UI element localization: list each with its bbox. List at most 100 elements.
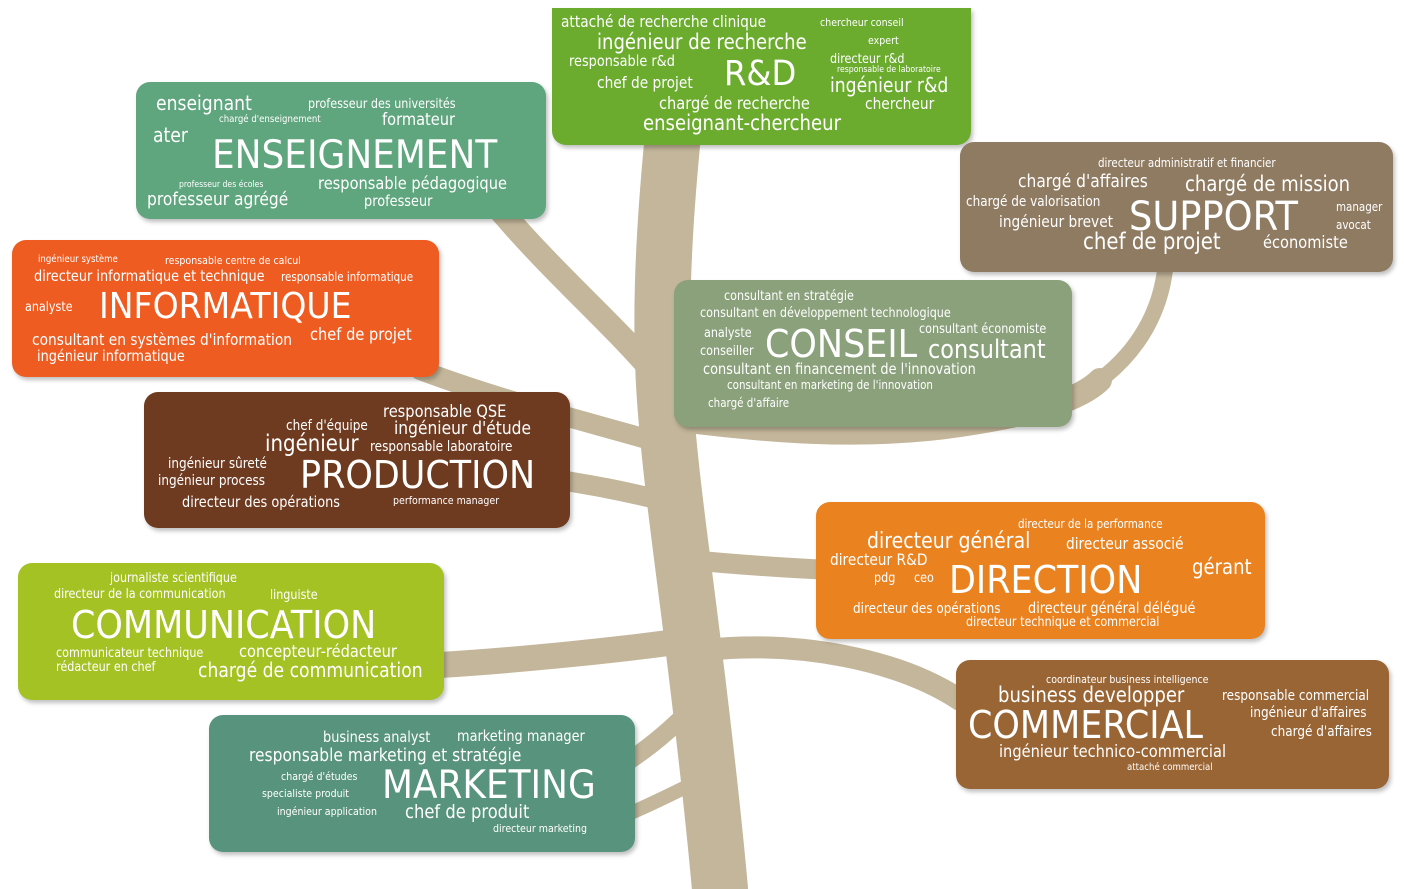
communication-word: directeur de la communication bbox=[54, 587, 226, 602]
enseignement-title: ENSEIGNEMENT bbox=[212, 133, 498, 178]
rd-word: chercheur bbox=[865, 94, 935, 113]
conseil-box: consultant en stratégie consultant en dé… bbox=[674, 280, 1072, 427]
rd-word: enseignant-chercheur bbox=[643, 111, 842, 135]
direction-word: directeur général bbox=[867, 529, 1031, 554]
marketing-word: marketing manager bbox=[457, 727, 585, 745]
production-word: ingénieur process bbox=[158, 473, 266, 489]
branch-marketing bbox=[621, 691, 709, 769]
rd-word: chef de projet bbox=[597, 73, 693, 92]
informatique-word: responsable centre de calcul bbox=[165, 254, 301, 267]
conseil-word: consultant économiste bbox=[919, 322, 1047, 337]
branch-communication bbox=[427, 627, 703, 678]
direction-word: directeur général délégué bbox=[1028, 599, 1196, 617]
enseignement-word: chargé d'enseignement bbox=[219, 114, 321, 125]
conseil-word: analyste bbox=[704, 326, 752, 341]
conseil-word: conseiller bbox=[700, 344, 754, 359]
communication-title: COMMUNICATION bbox=[71, 603, 377, 647]
rd-word: chargé de recherche bbox=[659, 94, 810, 114]
informatique-word: chef de projet bbox=[310, 325, 412, 345]
production-word: performance manager bbox=[393, 494, 500, 507]
production-word: ingénieur bbox=[265, 431, 359, 457]
marketing-word: responsable marketing et stratégie bbox=[249, 745, 522, 766]
support-word: directeur administratif et financier bbox=[1098, 156, 1276, 170]
informatique-word: directeur informatique et technique bbox=[34, 267, 265, 285]
rd-word: ingénieur r&d bbox=[830, 73, 949, 97]
commercial-title: COMMERCIAL bbox=[968, 703, 1204, 747]
commercial-word: coordinateur business intelligence bbox=[1046, 673, 1209, 686]
marketing-word: business analyst bbox=[323, 728, 431, 746]
direction-word: directeur technique et commercial bbox=[966, 615, 1160, 630]
informatique-title: INFORMATIQUE bbox=[99, 286, 352, 327]
rd-title: R&D bbox=[724, 54, 797, 94]
production-word: ingénieur d'étude bbox=[394, 418, 532, 439]
branch-enseignement bbox=[488, 198, 672, 392]
informatique-word: consultant en systèmes d'information bbox=[32, 330, 292, 349]
marketing-word: directeur marketing bbox=[493, 822, 587, 835]
support-word: ingénieur brevet bbox=[999, 212, 1114, 231]
communication-word: chargé de communication bbox=[198, 658, 423, 682]
marketing-title: MARKETING bbox=[382, 763, 596, 808]
support-word: avocat bbox=[1336, 218, 1371, 232]
communication-word: linguiste bbox=[270, 588, 318, 603]
conseil-word: chargé d'affaire bbox=[708, 396, 790, 410]
marketing-word: specialiste produit bbox=[262, 787, 349, 800]
production-word: ingénieur sûreté bbox=[168, 456, 267, 472]
informatique-word: analyste bbox=[25, 300, 73, 315]
commercial-word: attaché commercial bbox=[1127, 762, 1213, 773]
rd-word: responsable de laboratoire bbox=[837, 65, 941, 75]
marketing-word: chargé d'études bbox=[281, 770, 358, 783]
conseil-word: consultant en marketing de l'innovation bbox=[727, 378, 933, 392]
commercial-word: ingénieur technico-commercial bbox=[999, 742, 1227, 762]
direction-box: directeur de la performance directeur gé… bbox=[816, 502, 1265, 639]
branch-commercial bbox=[694, 636, 971, 711]
rd-box: attaché de recherche clinique chercheur … bbox=[552, 8, 971, 145]
direction-word: directeur R&D bbox=[830, 550, 928, 569]
rd-word: directeur r&d bbox=[830, 52, 905, 67]
informatique-word: ingénieur système bbox=[38, 254, 118, 265]
production-word: directeur des opérations bbox=[182, 493, 341, 511]
communication-box: journaliste scientifique directeur de la… bbox=[18, 563, 444, 700]
rd-word: responsable r&d bbox=[569, 52, 675, 70]
communication-word: rédacteur en chef bbox=[56, 660, 156, 675]
support-word: chargé d'affaires bbox=[1018, 171, 1148, 192]
informatique-box: ingénieur système responsable centre de … bbox=[12, 240, 439, 377]
support-word: chargé de valorisation bbox=[966, 194, 1101, 210]
conseil-word: consultant en développement technologiqu… bbox=[700, 306, 951, 321]
support-box: directeur administratif et financier cha… bbox=[960, 142, 1393, 272]
enseignement-box: enseignant professeur des universités ch… bbox=[136, 82, 546, 219]
production-word: chef d'équipe bbox=[286, 418, 368, 434]
enseignement-word: ater bbox=[153, 123, 188, 147]
direction-word: gérant bbox=[1192, 555, 1252, 579]
conseil-word: consultant en financement de l'innovatio… bbox=[703, 360, 976, 378]
enseignement-word: professeur bbox=[364, 192, 433, 210]
rd-word: chercheur conseil bbox=[820, 16, 904, 29]
commercial-box: coordinateur business intelligence busin… bbox=[956, 660, 1389, 789]
support-title: SUPPORT bbox=[1129, 194, 1299, 240]
production-word: responsable laboratoire bbox=[370, 439, 513, 455]
branch-support bbox=[1092, 262, 1173, 388]
direction-word: directeur associé bbox=[1066, 534, 1184, 553]
commercial-word: business developper bbox=[998, 683, 1185, 707]
informatique-word: responsable informatique bbox=[281, 270, 414, 284]
marketing-word: ingénieur application bbox=[277, 805, 377, 818]
enseignement-word: formateur bbox=[382, 110, 456, 130]
enseignement-word: professeur agrégé bbox=[147, 189, 289, 210]
support-word: manager bbox=[1336, 200, 1383, 214]
support-word: chef de projet bbox=[1083, 229, 1221, 255]
support-word: chargé de mission bbox=[1185, 172, 1351, 196]
rd-word: expert bbox=[868, 34, 899, 47]
rd-word: ingénieur de recherche bbox=[597, 30, 807, 54]
branch-direction bbox=[680, 550, 840, 580]
enseignement-word: responsable pédagogique bbox=[318, 174, 507, 194]
production-box: responsable QSE chef d'équipe ingénieur … bbox=[144, 392, 570, 528]
conseil-title: CONSEIL bbox=[765, 322, 918, 366]
production-word: responsable QSE bbox=[383, 402, 507, 422]
direction-title: DIRECTION bbox=[949, 558, 1143, 602]
informatique-word: ingénieur informatique bbox=[37, 347, 185, 365]
communication-word: communicateur technique bbox=[56, 646, 204, 661]
enseignement-word: professeur des universités bbox=[308, 97, 456, 112]
enseignement-word: professeur des écoles bbox=[179, 180, 264, 190]
conseil-word: consultant bbox=[928, 335, 1046, 365]
commercial-word: ingénieur d'affaires bbox=[1250, 705, 1367, 721]
commercial-word: chargé d'affaires bbox=[1271, 724, 1372, 740]
